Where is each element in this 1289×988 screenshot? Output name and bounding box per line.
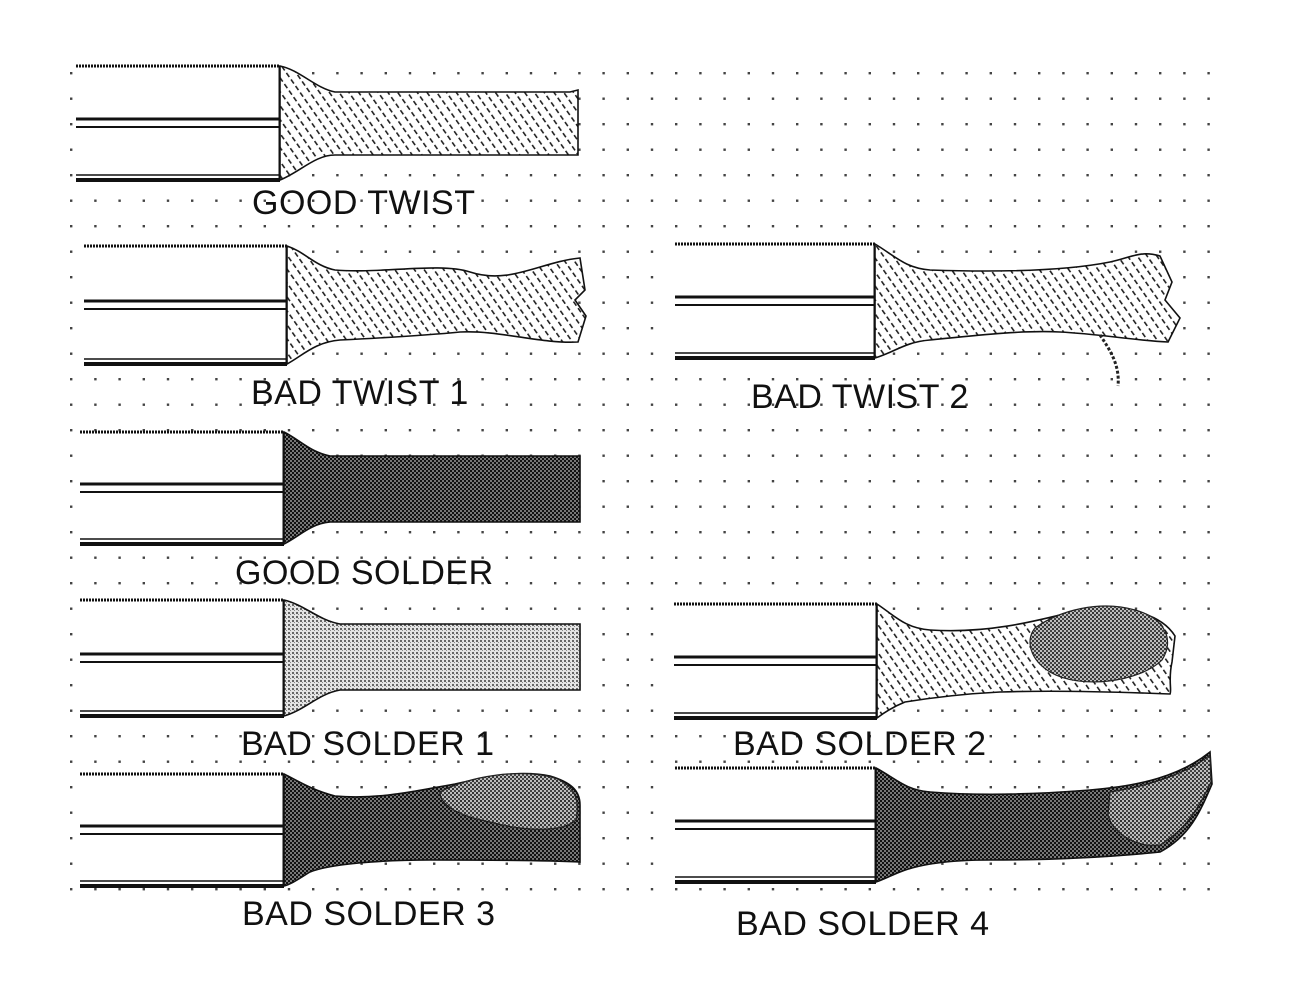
- wire-good-twist: [76, 64, 579, 182]
- wire-good-solder: [80, 430, 581, 546]
- wire-bad-solder-1: [80, 598, 581, 718]
- wire-bad-twist-2: [675, 242, 1181, 387]
- label-bad-solder-1: BAD SOLDER 1: [241, 725, 495, 763]
- wire-drawings: [76, 64, 1213, 888]
- label-bad-solder-2: BAD SOLDER 2: [733, 725, 987, 763]
- label-bad-twist-2: BAD TWIST 2: [751, 378, 969, 416]
- wire-bad-twist-1: [84, 244, 587, 366]
- label-bad-solder-4: BAD SOLDER 4: [736, 905, 990, 943]
- wire-bad-solder-3: [80, 772, 581, 888]
- label-bad-twist-1: BAD TWIST 1: [251, 374, 469, 412]
- label-bad-solder-3: BAD SOLDER 3: [242, 895, 496, 933]
- wire-bad-solder-4: [675, 750, 1213, 884]
- label-good-twist: GOOD TWIST: [252, 184, 476, 222]
- label-good-solder: GOOD SOLDER: [235, 554, 494, 592]
- wire-bad-solder-2: [674, 602, 1176, 720]
